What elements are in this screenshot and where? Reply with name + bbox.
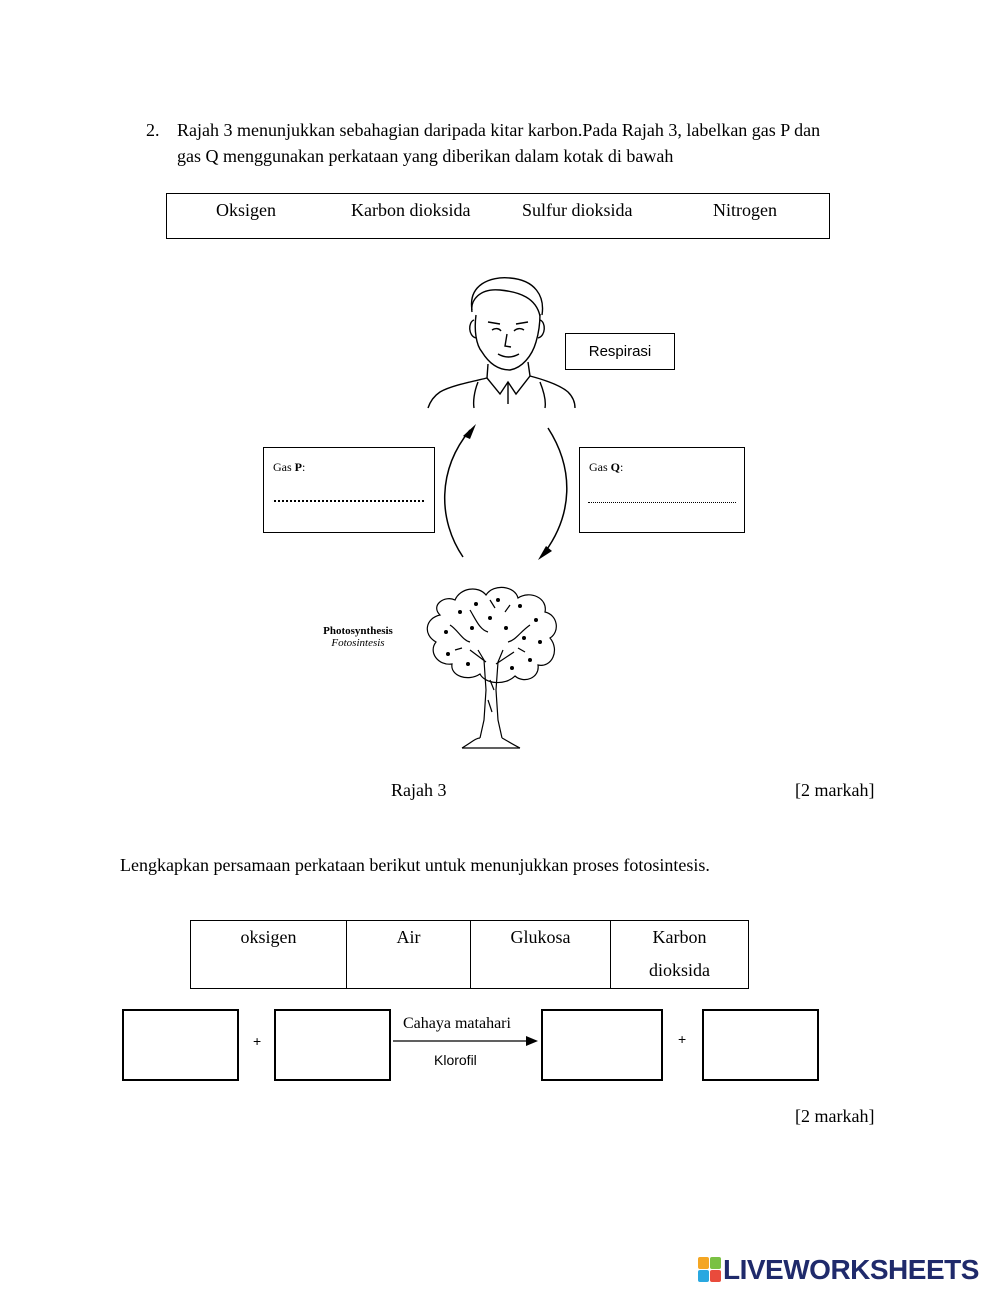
instruction-text: Lengkapkan persamaan perkataan berikut u…: [120, 855, 710, 875]
liveworksheets-logo-text: LIVEWORKSHEETS: [723, 1254, 979, 1285]
marks-label-2: [2 markah]: [795, 1106, 875, 1126]
gas-q-answer-line[interactable]: [588, 502, 736, 503]
photosynthesis-english: Photosynthesis: [323, 625, 393, 637]
plus-sign-1: +: [253, 1033, 262, 1049]
gas-p-label: Gas P:: [273, 460, 306, 474]
word-choice-box: Oksigen Karbon dioksida Sulfur dioksida …: [166, 193, 830, 239]
word-choice-nitrogen: Nitrogen: [713, 200, 777, 220]
question-line-2: gas Q menggunakan perkataan yang diberik…: [177, 146, 674, 166]
word-choice-oksigen: Oksigen: [216, 200, 276, 220]
gas-q-answer-box[interactable]: Gas Q:: [579, 447, 745, 533]
equation-reactant-box-1[interactable]: [122, 1009, 239, 1081]
question-line-1: Rajah 3 menunjukkan sebahagian daripada …: [177, 120, 821, 140]
marks-label-1: [2 markah]: [795, 780, 875, 800]
tree-foliage-texture: [444, 598, 542, 670]
liveworksheets-logo: LIVEWORKSHEETS: [697, 1253, 979, 1287]
word-choice-sulfur-dioksida: Sulfur dioksida: [522, 200, 633, 220]
reaction-arrow: [393, 1036, 538, 1046]
equation-product-box-1[interactable]: [541, 1009, 663, 1081]
condition-sunlight: Cahaya matahari: [403, 1015, 511, 1032]
gas-q-label: Gas Q:: [589, 460, 624, 474]
figure-caption: Rajah 3: [391, 780, 447, 800]
arrow-down-head: [538, 546, 552, 560]
condition-chlorophyll: Klorofil: [434, 1052, 477, 1068]
arrow-up-head: [463, 424, 476, 439]
tree-illustration: [426, 586, 557, 749]
word-choice-karbon-dioksida: Karbon dioksida: [351, 200, 471, 220]
photosynthesis-malay: Fotosintesis: [331, 637, 385, 649]
equation-product-box-2[interactable]: [702, 1009, 819, 1081]
word-table-cell-oksigen: oksigen: [240, 927, 297, 947]
cycle-arrows: [443, 424, 568, 560]
gas-p-answer-line[interactable]: [274, 500, 424, 502]
question-number: 2.: [146, 120, 160, 140]
plus-sign-2: +: [678, 1031, 687, 1047]
word-table-cell-air: Air: [396, 927, 421, 947]
person-illustration: [427, 277, 576, 409]
word-table-cell-glukosa: Glukosa: [510, 927, 571, 947]
carbon-cycle-diagram: [426, 277, 576, 749]
equation-reactant-box-2[interactable]: [274, 1009, 391, 1081]
question-text: Rajah 3 menunjukkan sebahagian daripada …: [177, 117, 897, 169]
photosynthesis-label: Photosynthesis Fotosintesis: [298, 625, 418, 649]
gas-p-answer-box[interactable]: Gas P:: [263, 447, 435, 533]
liveworksheets-logo-icon: [698, 1257, 721, 1282]
respiration-label: Respirasi: [565, 333, 675, 370]
